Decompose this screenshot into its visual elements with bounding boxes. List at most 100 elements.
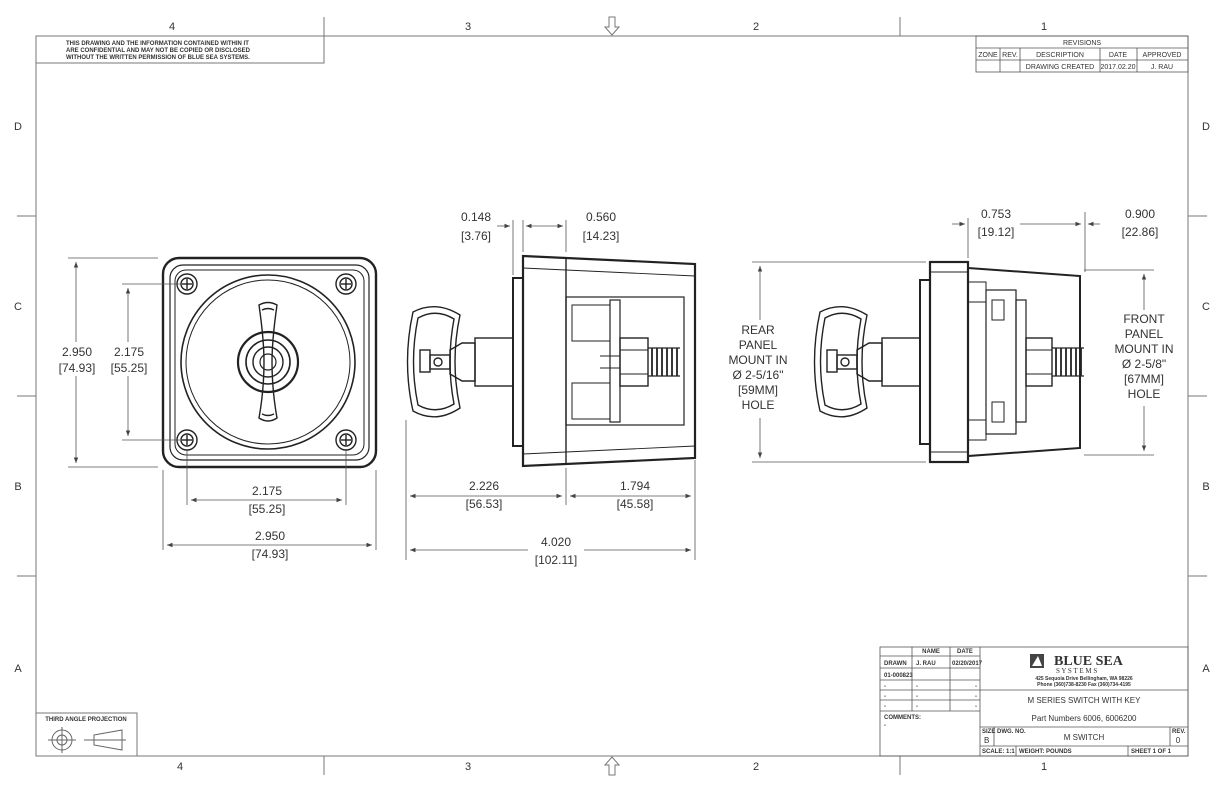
zone-col-top-2: 2 [753,21,759,33]
weight-label: WEIGHT: POUNDS [1019,749,1072,755]
dwg-no-label: DWG. NO. [997,729,1026,735]
tb-dash-4: - [884,694,886,700]
rev-row-description: DRAWING CREATED [1026,64,1094,71]
zone-row-left-a: A [14,663,22,675]
tb-drawn-label: DRAWN [884,661,907,667]
dim-mount-b-mm: [22.86] [1122,225,1159,239]
zone-col-top-1: 1 [1041,21,1047,33]
dim-total-mm: [102.11] [535,553,577,567]
tb-drawn-name: J. RAU [916,661,936,667]
front-mount-note-1: FRONT [1123,312,1165,326]
centering-arrows [603,16,621,776]
front-view: 2.950 [74.93] 2.175 [55.25] 2.175 [55.25… [55,256,378,561]
size-value: B [984,736,989,745]
size-label: SIZE [982,729,995,735]
tb-code: 01-000823 [884,673,913,679]
confidential-notice: THIS DRAWING AND THE INFORMATION CONTAIN… [35,35,325,64]
panel-mount-view: 0.753 [19.12] 0.900 [22.86] REAR PANEL M… [726,207,1180,464]
tb-drawn-date: 02/20/2017 [952,661,983,667]
front-mount-note-3: MOUNT IN [1114,342,1173,356]
zone-col-bottom-1: 1 [1041,761,1047,773]
company-sub: S Y S T E M S [1056,667,1097,675]
part-numbers: Part Numbers 6006, 6006200 [1032,714,1138,723]
blue-sea-logo: BLUE SEA S Y S T E M S [1030,654,1124,675]
zone-row-right-b: B [1202,481,1209,493]
rear-mount-note-4: Ø 2-5/16" [733,368,784,382]
rev-header-date: DATE [1109,52,1127,59]
rev-row-date: 2017.02.20 [1100,64,1135,71]
mount-dimension-labels: 0.753 [19.12] 0.900 [22.86] REAR PANEL M… [726,207,1180,418]
side-key-handle [406,306,476,418]
notice-line-3: WITHOUT THE WRITTEN PERMISSION OF BLUE S… [66,55,250,61]
rev-value: 0 [1176,736,1181,745]
sheet-border [17,17,1207,775]
dim-mount-b-in: 0.900 [1125,207,1155,221]
rear-mount-note-6: HOLE [742,398,775,412]
dim-total-in: 4.020 [541,535,571,549]
rev-row-approved: J. RAU [1151,64,1173,71]
company-name: BLUE SEA [1054,654,1124,669]
front-mount-note-6: HOLE [1128,387,1161,401]
tb-comments-label: COMMENTS: [884,715,921,721]
revisions-table: REVISIONS ZONE REV. DESCRIPTION DATE APP… [975,35,1189,73]
scale-label: SCALE: 1:1 [982,749,1015,755]
drawing-title: M SERIES SWITCH WITH KEY [1028,696,1142,705]
rear-mount-note-2: PANEL [739,338,778,352]
dim-nut-in: 0.560 [586,210,616,224]
dim-height-in: 2.950 [62,345,92,359]
key-handle-top-view [258,301,278,422]
dim-flange-mm: [3.76] [461,229,491,243]
zone-row-left-b: B [14,481,21,493]
dim-hole-width-in: 2.175 [252,484,282,498]
dim-height-mm: [74.93] [59,361,96,375]
mount-body [881,260,1084,464]
front-mount-note-2: PANEL [1125,327,1164,341]
title-block: NAME DATE DRAWN J. RAU 02/20/2017 01-000… [879,646,1189,757]
tb-dash-7: - [884,704,886,710]
front-view-body [161,256,378,469]
revisions-title: REVISIONS [1063,40,1101,47]
rear-mount-note-5: [59MM] [738,383,778,397]
side-dimension-labels: 0.148 [3.76] 0.560 [14.23] 2.226 [56.53]… [461,210,653,570]
mount-key-handle [813,306,883,418]
side-dimension-lines [405,220,696,560]
notice-line-1: THIS DRAWING AND THE INFORMATION CONTAIN… [66,41,249,47]
zone-row-right-d: D [1202,121,1210,133]
tb-dash-1: - [884,684,886,690]
zone-labels: 4 3 2 1 4 3 2 1 D C B A D C B A [14,21,1210,773]
zone-col-bottom-4: 4 [177,761,183,773]
tb-dash-2: - [916,684,918,690]
company-address: 425 Sequoia Drive Bellingham, WA 98226 [1035,676,1133,682]
side-view: 0.148 [3.76] 0.560 [14.23] 2.226 [56.53]… [405,210,697,570]
zone-col-bottom-3: 3 [465,761,471,773]
dim-front-in: 2.226 [469,479,499,493]
zone-col-top-4: 4 [169,21,175,33]
mounting-screw-tr [335,273,357,295]
company-phone: Phone (360)738-8230 Fax (360)734-4195 [1037,682,1131,688]
tb-dash-6: - [975,694,977,700]
zone-col-top-3: 3 [465,21,471,33]
dim-rear-in: 1.794 [620,479,650,493]
tb-dash-5: - [916,694,918,700]
zone-row-left-c: C [14,301,22,313]
dim-hole-height-mm: [55.25] [111,361,148,375]
zone-row-left-d: D [14,121,22,133]
dim-hole-height-in: 2.175 [114,345,144,359]
rev-header-approved: APPROVED [1143,52,1182,59]
tb-date-header: DATE [957,649,973,655]
tb-name-header: NAME [922,649,940,655]
dwg-no-value: M SWITCH [1064,733,1105,742]
rear-mount-note-3: MOUNT IN [728,353,787,367]
zone-row-right-c: C [1202,301,1210,313]
rev-label: REV. [1172,729,1186,735]
mount-dimension-lines [752,212,1154,463]
tb-comments-dash: - [884,723,886,729]
rev-header-description: DESCRIPTION [1036,52,1084,59]
projection-box: THIRD ANGLE PROJECTION [35,712,138,757]
dim-flange-in: 0.148 [461,210,491,224]
mounting-screw-br [335,429,357,451]
side-body [474,254,697,468]
third-angle-projection-icon [48,727,126,753]
dim-rear-mm: [45.58] [617,497,654,511]
